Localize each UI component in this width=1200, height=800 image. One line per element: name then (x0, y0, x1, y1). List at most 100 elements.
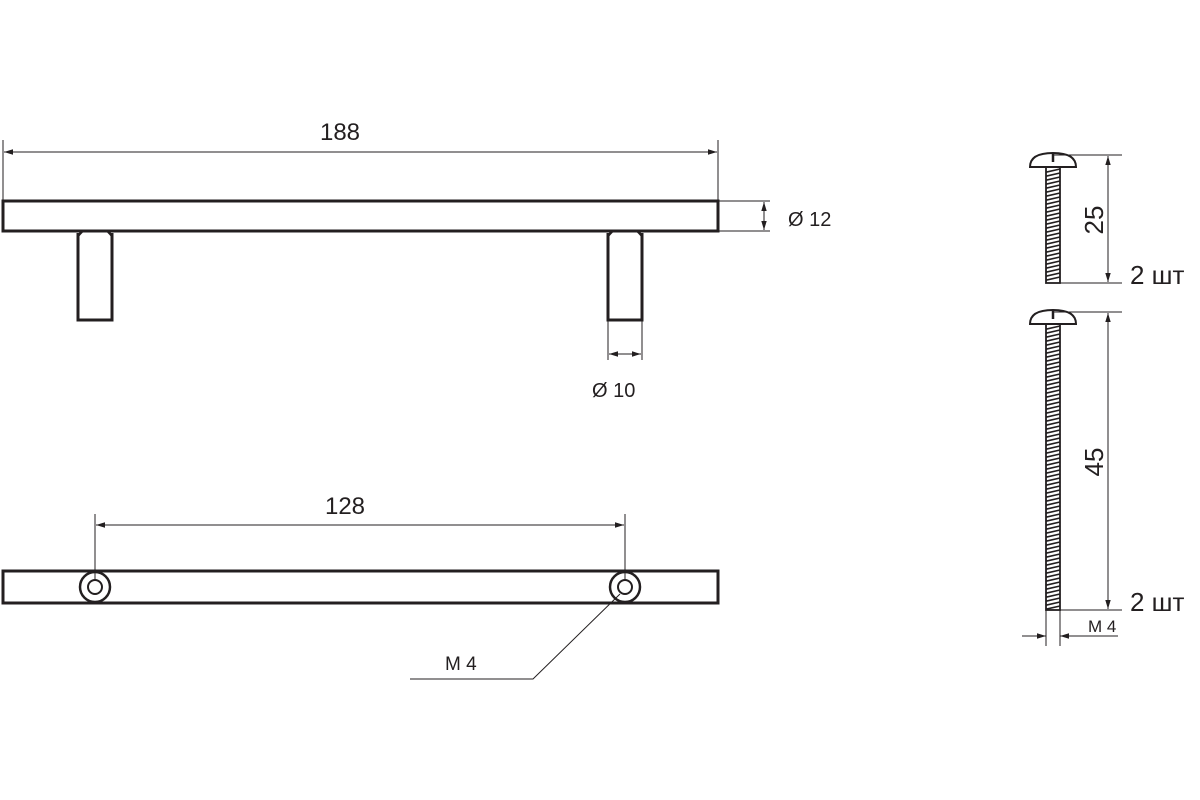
thread-coil (1045, 597, 1061, 602)
long-screw-qty-label: 2 шт (1130, 587, 1185, 617)
thread-coil (1045, 545, 1061, 550)
thread-coil (1045, 501, 1061, 506)
thread-coil (1045, 437, 1061, 442)
thread-coil (1045, 581, 1061, 586)
thread-coil (1045, 337, 1061, 342)
long-screw (1028, 308, 1078, 611)
thread-coil (1045, 573, 1061, 578)
thread-coil (1045, 553, 1061, 558)
top-bar (1, 569, 720, 605)
thread-coil (1045, 264, 1061, 269)
thread-coil (1045, 477, 1061, 482)
thread-coil (1045, 421, 1061, 426)
thread-coil (1045, 256, 1061, 261)
hole-spacing-dimension: 128 (94, 493, 626, 580)
thread-coil (1045, 533, 1061, 538)
thread-coil (1045, 441, 1061, 446)
thread-coil (1045, 433, 1061, 438)
thread-coil (1045, 240, 1061, 245)
leg-diameter-label: Ø 10 (592, 380, 635, 402)
thread-coil (1045, 168, 1061, 173)
thread-coil (1045, 445, 1061, 450)
short-screw (1028, 151, 1078, 284)
thread-coil (1045, 409, 1061, 414)
thread-coil (1045, 497, 1061, 502)
thread-coil (1045, 349, 1061, 354)
thread-coil (1045, 385, 1061, 390)
thread-coil (1045, 204, 1061, 209)
long-screw-length-label: 45 (1079, 448, 1109, 477)
right-leg (606, 224, 644, 322)
thread-coil (1045, 192, 1061, 197)
thread-coil (1045, 172, 1061, 177)
thread-coil (1045, 549, 1061, 554)
thread-coil (1045, 208, 1061, 213)
thread-coil (1045, 605, 1061, 610)
thread-coil (1045, 357, 1061, 362)
thread-coil (1045, 397, 1061, 402)
left-leg (76, 224, 114, 322)
thread-coil (1045, 377, 1061, 382)
thread-coil (1045, 180, 1061, 185)
thread-leader: M 4 (410, 593, 621, 680)
thread-coil (1045, 341, 1061, 346)
thread-coil (1045, 489, 1061, 494)
thread-coil (1045, 196, 1061, 201)
thread-coil (1045, 481, 1061, 486)
thread-coil (1045, 585, 1061, 590)
thread-coil (1045, 236, 1061, 241)
thread-coil (1045, 184, 1061, 189)
thread-coil (1045, 449, 1061, 454)
thread-coil (1045, 537, 1061, 542)
thread-coil (1045, 589, 1061, 594)
thread-coil (1045, 593, 1061, 598)
thread-coil (1045, 513, 1061, 518)
thread-coil (1045, 268, 1061, 273)
thread-coil (1045, 405, 1061, 410)
thread-coil (1045, 569, 1061, 574)
thread-coil (1045, 353, 1061, 358)
thread-coil (1045, 565, 1061, 570)
thread-coil (1045, 413, 1061, 418)
thread-coil (1045, 345, 1061, 350)
thread-coil (1045, 601, 1061, 606)
thread-coil (1045, 453, 1061, 458)
handle-top-view (1, 569, 720, 605)
thread-coil (1045, 329, 1061, 334)
short-screw-length-label: 25 (1079, 206, 1109, 235)
thread-coil (1045, 473, 1061, 478)
thread-coil (1045, 216, 1061, 221)
thread-label: M 4 (445, 654, 477, 675)
thread-coil (1045, 493, 1061, 498)
handle-bar (1, 199, 720, 233)
thread-coil (1045, 361, 1061, 366)
thread-coil (1045, 401, 1061, 406)
thread-coil (1045, 529, 1061, 534)
thread-coil (1045, 248, 1061, 253)
thread-coil (1045, 176, 1061, 181)
bar-diameter-dimension: Ø 12 (718, 200, 831, 232)
thread-coil (1045, 333, 1061, 338)
thread-coil (1045, 457, 1061, 462)
thread-coil (1045, 325, 1061, 330)
thread-coil (1045, 425, 1061, 430)
thread-coil (1045, 200, 1061, 205)
screw-thread-label: M 4 (1088, 617, 1116, 636)
thread-coil (1045, 188, 1061, 193)
thread-coil (1045, 381, 1061, 386)
thread-coil (1045, 260, 1061, 265)
thread-coil (1045, 276, 1061, 281)
thread-coil (1045, 369, 1061, 374)
thread-coil (1045, 561, 1061, 566)
thread-coil (1045, 417, 1061, 422)
thread-coil (1045, 461, 1061, 466)
leg-diameter-dimension: Ø 10 (592, 320, 643, 402)
thread-coil (1045, 505, 1061, 510)
thread-coil (1045, 577, 1061, 582)
short-screw-qty-label: 2 шт (1130, 260, 1185, 290)
thread-coil (1045, 228, 1061, 233)
thread-coil (1045, 469, 1061, 474)
thread-coil (1045, 557, 1061, 562)
handle-side-view (1, 199, 720, 322)
